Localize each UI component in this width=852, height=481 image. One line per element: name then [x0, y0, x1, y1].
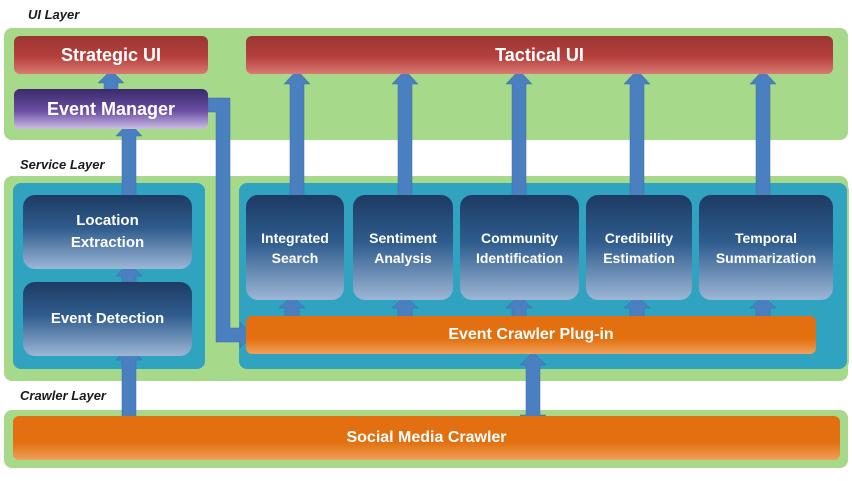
credibility-estimation-box: Credibility Estimation [586, 195, 692, 300]
temporal-summarization-box: Temporal Summarization [699, 195, 833, 300]
strategic-ui-box: Strategic UI [14, 36, 208, 74]
community-identification-box: Community Identification [460, 195, 579, 300]
arrow-event-manager-to-strategic-ui [97, 69, 125, 91]
arrow-sentiment-to-tactical [391, 69, 419, 199]
arrow-credibility-to-tactical [623, 69, 651, 199]
event-manager-box: Event Manager [14, 89, 208, 129]
arrow-detection-to-location [115, 262, 143, 283]
service-layer-label: Service Layer [20, 157, 105, 172]
crawler-layer-label: Crawler Layer [20, 388, 106, 403]
ui-layer-label: UI Layer [28, 7, 80, 22]
event-crawler-plugin-box: Event Crawler Plug-in [246, 316, 816, 354]
arrow-integrated-search-to-tactical [283, 69, 311, 199]
sentiment-analysis-box: Sentiment Analysis [353, 195, 453, 300]
arrow-crawler-to-detection [115, 345, 143, 421]
tactical-ui-box: Tactical UI [246, 36, 833, 74]
event-detection-box: Event Detection [23, 282, 192, 356]
integrated-search-box: Integrated Search [246, 195, 344, 300]
location-extraction-box: Location Extraction [23, 195, 192, 269]
arrow-community-to-tactical [505, 69, 533, 199]
social-media-crawler-box: Social Media Crawler [13, 416, 840, 460]
arrow-location-to-event-manager [115, 121, 143, 197]
arrow-temporal-to-tactical [749, 69, 777, 199]
